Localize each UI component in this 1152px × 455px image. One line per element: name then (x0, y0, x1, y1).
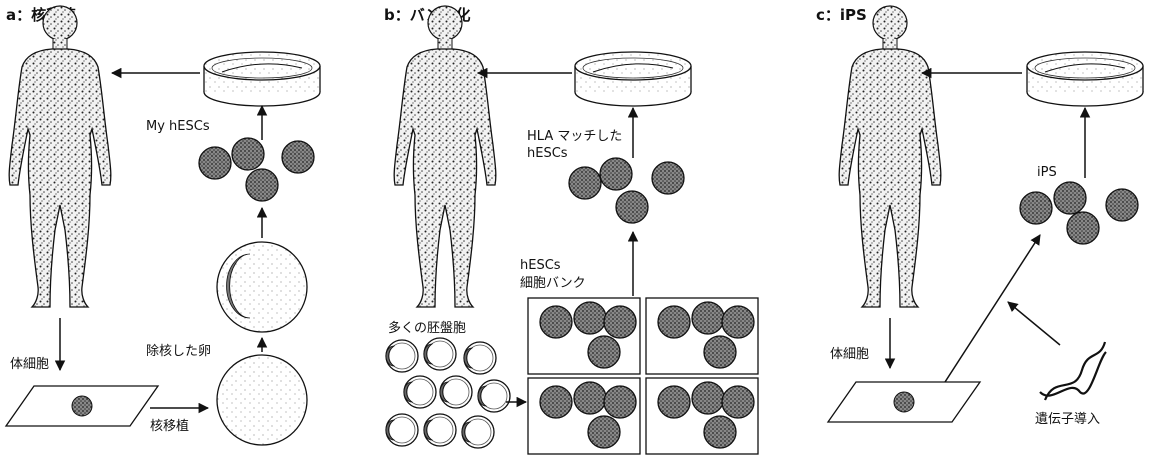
stem-cell (246, 169, 278, 201)
stem-cell (604, 386, 636, 418)
stem-cell (540, 306, 572, 338)
stem-cell (588, 416, 620, 448)
hescs-cluster-a (199, 138, 314, 201)
blastocyst (440, 376, 472, 408)
stem-cell (569, 167, 601, 199)
person-figure-b (394, 6, 496, 307)
stem-cell (574, 302, 606, 334)
stem-cell (658, 306, 690, 338)
panel-c: c：iPS iPS 体細胞 遺伝子導入 (816, 6, 1143, 427)
petri-dish-a (204, 52, 320, 106)
enucleated-egg-label: 除核した卵 (146, 344, 211, 359)
stem-cell (282, 141, 314, 173)
cell-bank-grid (528, 298, 758, 454)
stem-cell (1067, 212, 1099, 244)
stem-cell (604, 306, 636, 338)
cell-bank-label-line1: hESCs (520, 258, 561, 273)
person-figure-c (839, 6, 941, 307)
enucleated-egg (217, 355, 307, 445)
many-blastocysts-label: 多くの胚盤胞 (388, 320, 466, 336)
somatic-cell-label-a: 体細胞 (10, 357, 49, 372)
stem-cell (658, 386, 690, 418)
panel-a: a：核移植 My hESCs 除核した卵 体細胞 核移植 (6, 6, 320, 445)
stem-cell (1106, 189, 1138, 221)
developing-embryo (217, 242, 307, 332)
stem-cell (616, 191, 648, 223)
blastocyst (386, 414, 418, 446)
stem-cell (232, 138, 264, 170)
stem-cell (1054, 182, 1086, 214)
panel-b: b：バンク化 HLA マッチした hESCs hESCs 細胞バンク (384, 6, 758, 454)
arrow-gene-transfer (1008, 302, 1060, 345)
gene-transfer-label: 遺伝子導入 (1035, 412, 1100, 427)
blastocyst (424, 414, 456, 446)
petri-dish-b (575, 52, 691, 106)
hla-matched-label-line2: hESCs (527, 146, 568, 161)
stem-cell (199, 147, 231, 179)
arrow-somatic-to-ips (945, 235, 1040, 382)
nuclear-transfer-label: 核移植 (150, 419, 189, 434)
stem-cell (704, 336, 736, 368)
stem-cell (588, 336, 620, 368)
stem-cell (692, 302, 724, 334)
blastocyst (462, 416, 494, 448)
stem-cell (692, 382, 724, 414)
cell-bank-label-line2: 細胞バンク (520, 276, 586, 291)
somatic-cell-plate-c (828, 382, 980, 422)
blastocyst (464, 342, 496, 374)
somatic-cell-plate-a (6, 386, 158, 426)
blastocyst (386, 340, 418, 372)
stem-cell (540, 386, 572, 418)
person-figure-a (9, 6, 111, 307)
ips-cells-cluster (1020, 182, 1138, 244)
stem-cell (722, 306, 754, 338)
blastocyst (478, 380, 510, 412)
petri-dish-c (1027, 52, 1143, 106)
hla-matched-label-line1: HLA マッチした (527, 129, 622, 144)
stem-cell (600, 158, 632, 190)
dna-helix-icon (1040, 342, 1106, 400)
stem-cell (722, 386, 754, 418)
ips-label: iPS (1037, 165, 1057, 180)
my-hescs-label: My hESCs (146, 119, 210, 134)
stem-cell (704, 416, 736, 448)
blastocyst-group (386, 338, 510, 448)
panel-c-title: c：iPS (816, 6, 867, 24)
somatic-cell-label-c: 体細胞 (830, 347, 869, 362)
blastocyst (424, 338, 456, 370)
stem-cell (574, 382, 606, 414)
hla-matched-hescs-cluster (569, 158, 684, 223)
stem-cell (652, 162, 684, 194)
stem-cell (1020, 192, 1052, 224)
blastocyst (404, 376, 436, 408)
